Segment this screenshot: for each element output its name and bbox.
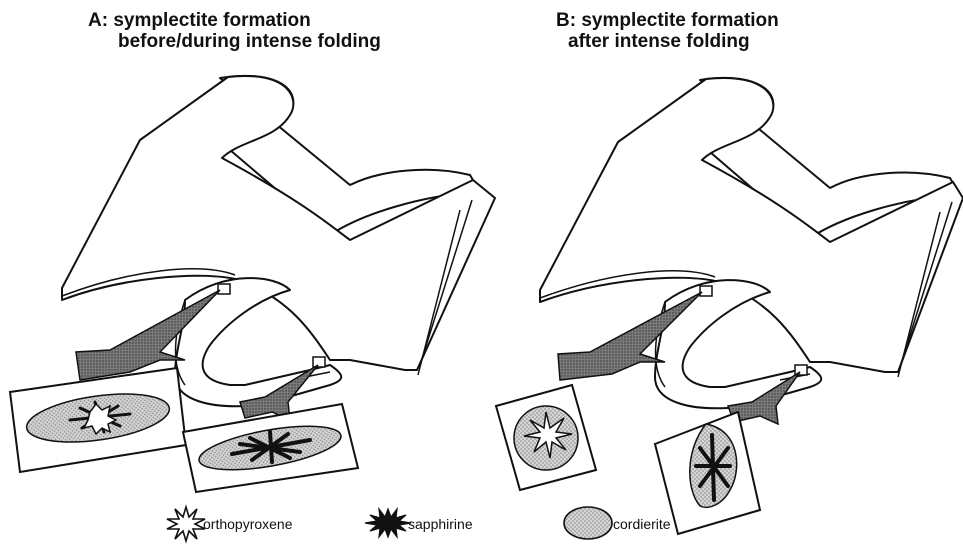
cordierite-symbol-icon — [564, 507, 612, 539]
legend-sapphirine-label: sapphirine — [408, 516, 473, 532]
panel-a-inset-1 — [10, 368, 186, 472]
legend-orthopyroxene-label: orthopyroxene — [203, 516, 293, 532]
legend-cordierite-label: cordierite — [613, 516, 671, 532]
panel-a-inset-2 — [183, 404, 358, 492]
panel-b-inset-1 — [496, 385, 596, 490]
sapphirine-symbol-icon — [365, 509, 411, 537]
orthopyroxene-symbol-icon — [167, 507, 205, 541]
